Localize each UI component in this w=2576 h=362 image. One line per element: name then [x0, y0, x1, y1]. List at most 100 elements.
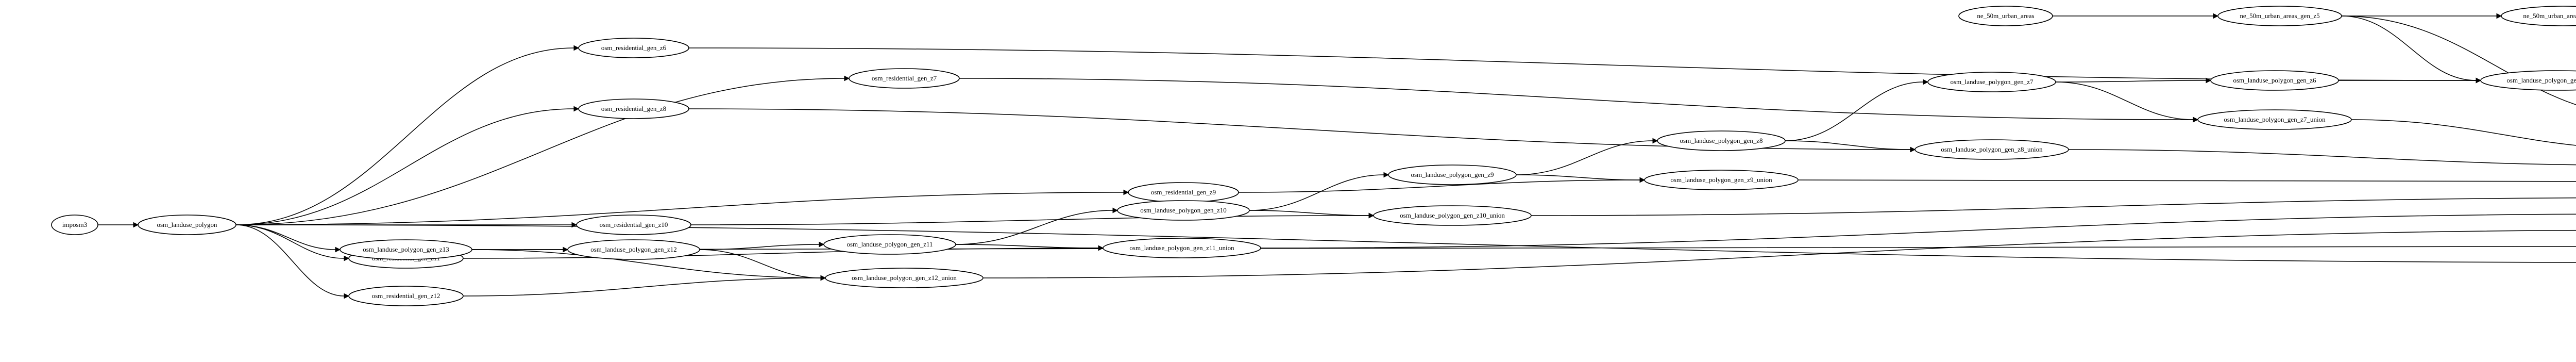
arrow-head-icon: [844, 75, 850, 81]
node-label: osm_landuse_polygon_gen_z7_union: [2224, 116, 2326, 123]
graph-edge: [2341, 15, 2477, 81]
graph-edge: [699, 244, 820, 250]
graph-node-osm_landuse_polygon_gen_z11_union[interactable]: osm_landuse_polygon_gen_z11_union: [1103, 238, 1261, 258]
node-ellipse: [578, 98, 689, 119]
node-ellipse: [578, 38, 689, 58]
arrow-head-icon: [2476, 77, 2482, 84]
graph-edge: [2055, 81, 2194, 120]
node-label: osm_residential_gen_z8: [601, 105, 666, 112]
graph-node-osm_landuse_polygon_gen_z12_union[interactable]: osm_landuse_polygon_gen_z12_union: [825, 268, 984, 288]
arrow-head-icon: [1383, 172, 1389, 178]
graph-node-osm_landuse_polygon_gen_z13[interactable]: osm_landuse_polygon_gen_z13: [340, 239, 472, 260]
node-label: osm_landuse_polygon_gen_z6: [2233, 76, 2316, 84]
arrow-head-icon: [335, 246, 341, 253]
graph-node-osm_landuse_polygon_gen_z10_union[interactable]: osm_landuse_polygon_gen_z10_union: [1373, 205, 1532, 226]
graph-node-osm_landuse_polygon_gen_z9[interactable]: osm_landuse_polygon_gen_z9: [1388, 164, 1517, 185]
arrow-head-icon: [2193, 117, 2199, 123]
node-label: ne_50m_urban_areas_gen_z5: [2240, 12, 2319, 20]
graph-node-imposm3[interactable]: imposm3: [51, 215, 98, 235]
node-ellipse: [1373, 205, 1532, 226]
graph-node-osm_landuse_polygon_gen_z7_union[interactable]: osm_landuse_polygon_gen_z7_union: [2197, 109, 2352, 130]
graph-edge: [699, 249, 821, 278]
graph-edge: [2351, 119, 2576, 146]
arrow-head-icon: [2213, 13, 2219, 19]
graph-node-osm_landuse_polygon_gen_z6_union[interactable]: osm_landuse_polygon_gen_z6_union: [2480, 70, 2576, 91]
graph-edge: [235, 224, 345, 297]
graph-edge: [1785, 140, 1911, 150]
graph-node-osm_landuse_polygon_gen_z7[interactable]: osm_landuse_polygon_gen_z7: [1927, 72, 2056, 92]
graph-edge: [1516, 140, 1653, 175]
graph-node-osm_landuse_polygon_gen_z10[interactable]: osm_landuse_polygon_gen_z10: [1117, 200, 1250, 221]
graph-edge: [688, 47, 2477, 81]
arrow-head-icon: [2496, 13, 2502, 19]
node-ellipse: [138, 215, 236, 235]
node-ellipse: [1388, 164, 1517, 185]
node-ellipse: [576, 215, 691, 235]
node-ellipse: [567, 239, 700, 260]
node-ellipse: [340, 239, 472, 260]
nodes-layer: imposm3 osm_landuse_polygon osm_residentia…: [51, 6, 2576, 306]
arrow-head-icon: [133, 222, 139, 228]
graph-edge: [2341, 15, 2576, 105]
graph-edge: [1260, 213, 2576, 249]
graph-node-osm_residential_gen_z12[interactable]: osm_residential_gen_z12: [348, 286, 464, 306]
graph-edge: [235, 47, 574, 225]
graph-edge: [235, 78, 845, 225]
node-ellipse: [1644, 170, 1799, 190]
graph-node-osm_residential_gen_z10[interactable]: osm_residential_gen_z10: [576, 215, 691, 235]
graph-node-ne_50m_urban_areas[interactable]: ne_50m_urban_areas: [1958, 6, 2053, 26]
graph-node-osm_residential_gen_z7[interactable]: osm_residential_gen_z7: [849, 68, 960, 89]
node-label: imposm3: [62, 221, 87, 228]
graph-node-osm_residential_gen_z6[interactable]: osm_residential_gen_z6: [578, 38, 689, 58]
node-label: osm_landuse_polygon_gen_z12: [590, 245, 677, 253]
arrow-head-icon: [819, 241, 825, 248]
node-label: osm_residential_gen_z12: [372, 292, 440, 300]
node-ellipse: [823, 234, 956, 255]
node-label: osm_landuse_polygon_gen_z12_union: [852, 274, 957, 282]
arrow-head-icon: [1910, 146, 1916, 153]
graph-edge: [959, 78, 2194, 120]
graph-node-osm_landuse_polygon_gen_z6[interactable]: osm_landuse_polygon_gen_z6: [2210, 70, 2339, 91]
graph-node-osm_landuse_polygon_gen_z8_union[interactable]: osm_landuse_polygon_gen_z8_union: [1914, 139, 2069, 160]
node-ellipse: [849, 68, 960, 89]
arrow-head-icon: [1639, 177, 1646, 183]
node-ellipse: [348, 286, 464, 306]
graph-node-osm_landuse_polygon_gen_z8[interactable]: osm_landuse_polygon_gen_z8: [1657, 130, 1786, 151]
graph-node-ne_50m_urban_areas_gen_z5[interactable]: ne_50m_urban_areas_gen_z5: [2217, 6, 2342, 26]
graph-node-osm_landuse_polygon_gen_z12[interactable]: osm_landuse_polygon_gen_z12: [567, 239, 700, 260]
node-ellipse: [1958, 6, 2053, 26]
arrow-head-icon: [1123, 189, 1129, 195]
arrow-head-icon: [1923, 79, 1929, 85]
graph-node-osm_landuse_polygon_gen_z11[interactable]: osm_landuse_polygon_gen_z11: [823, 234, 956, 255]
node-label: osm_landuse_polygon_gen_z9: [1411, 171, 1494, 178]
graph-edge: [2055, 80, 2207, 83]
graph-node-osm_landuse_polygon_gen_z9_union[interactable]: osm_landuse_polygon_gen_z9_union: [1644, 170, 1799, 190]
graph-edge: [235, 224, 345, 259]
arrow-head-icon: [1368, 212, 1375, 219]
arrow-head-icon: [344, 255, 350, 261]
graph-node-osm_residential_gen_z8[interactable]: osm_residential_gen_z8: [578, 98, 689, 119]
graph-edge: [955, 210, 1113, 245]
graph-edge: [463, 277, 821, 297]
arrow-head-icon: [1098, 245, 1104, 251]
graph-edge: [1531, 198, 2576, 216]
graph-edge: [1238, 179, 1640, 193]
graph-node-osm_landuse_polygon[interactable]: osm_landuse_polygon: [138, 215, 236, 235]
node-ellipse: [2210, 70, 2339, 91]
node-ellipse: [1103, 238, 1261, 258]
graph-edge: [1798, 179, 2576, 182]
graph-node-osm_residential_gen_z9[interactable]: osm_residential_gen_z9: [1128, 182, 1239, 203]
node-label: ne_50m_urban_areas_gen_z4: [2523, 12, 2576, 20]
graph-edge: [690, 215, 1369, 225]
node-ellipse: [1117, 200, 1250, 221]
graph-edge: [235, 192, 1124, 225]
arrow-head-icon: [1112, 207, 1118, 213]
graph-node-ne_50m_urban_areas_gen_z4[interactable]: ne_50m_urban_areas_gen_z4: [2501, 6, 2576, 26]
graph-edge: [1249, 210, 1369, 216]
arrow-head-icon: [820, 275, 826, 281]
graph-edge: [1785, 81, 1924, 141]
node-label: osm_landuse_polygon_gen_z9_union: [1670, 176, 1772, 184]
node-label: osm_landuse_polygon: [157, 221, 217, 228]
graph-edge: [463, 248, 1099, 259]
